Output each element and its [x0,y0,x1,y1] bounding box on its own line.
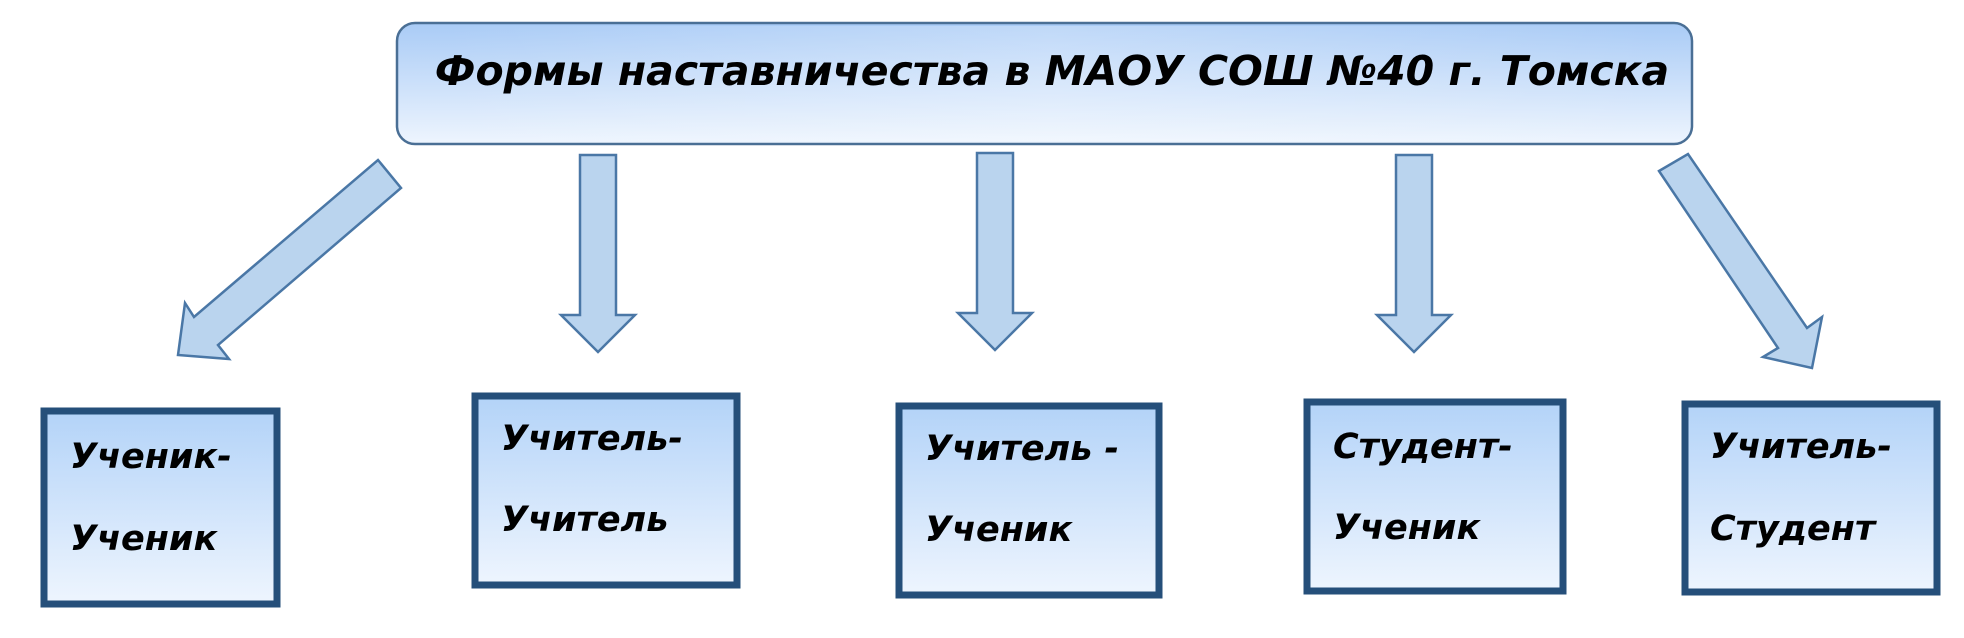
form-label-line2: Учитель [501,500,668,540]
form-box-frame [471,392,741,589]
form-label-line1: Учитель - [925,429,1119,469]
form-box-university-student-student: Студент- Ученик [1303,398,1567,595]
form-label-line2: Студент [1710,509,1877,549]
form-box-frame [895,402,1163,599]
title-banner-sheen [440,26,1660,141]
arrows [176,151,1824,370]
arrow-to-teacher-teacher [557,153,639,354]
arrow-to-teacher-university-student [1657,152,1824,370]
form-box-frame [40,407,281,608]
form-box-teacher-teacher: Учитель- Учитель [471,392,741,589]
form-label-line1: Учитель- [1710,427,1892,467]
arrow-to-teacher-student [954,151,1036,352]
form-label-line1: Учитель- [501,419,683,459]
form-box-teacher-university-student: Учитель- Студент [1681,400,1941,596]
form-label-line2: Ученик [70,519,218,559]
diagram-title: Формы наставничества в МАОУ СОШ №40 г. Т… [435,47,1669,95]
form-label-line1: Ученик- [70,437,232,477]
form-label-line1: Студент- [1333,427,1513,467]
form-box-frame [1681,400,1941,596]
form-box-student-student: Ученик- Ученик [40,407,281,608]
form-box-teacher-student: Учитель - Ученик [895,402,1163,599]
form-box-frame [1303,398,1567,595]
arrow-to-student-student [176,158,403,361]
form-label-line2: Ученик [1333,508,1481,548]
form-label-line2: Ученик [925,510,1073,550]
arrow-to-university-student-student [1373,153,1455,354]
title-banner: Формы наставничества в МАОУ СОШ №40 г. Т… [395,21,1694,146]
